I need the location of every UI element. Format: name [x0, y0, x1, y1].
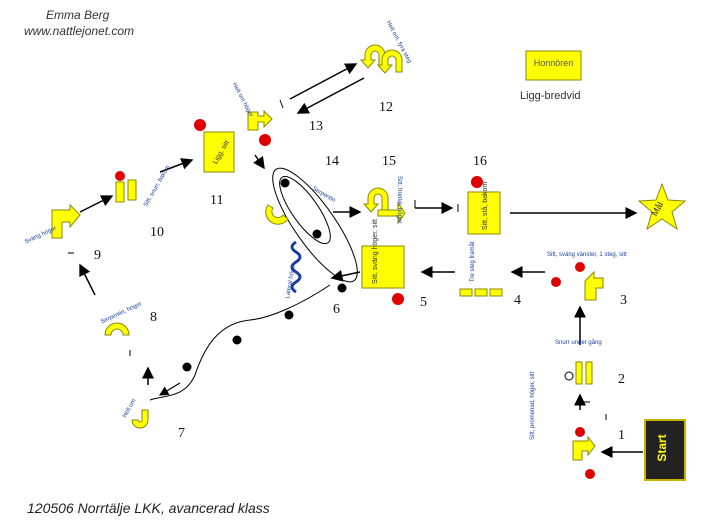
sign-1-text: Sitt, promenad, höger, sitt	[530, 371, 536, 440]
stop-sign-icon	[194, 119, 206, 131]
station-number: 14	[325, 154, 339, 169]
start-sign	[644, 419, 686, 481]
station-5-sign	[361, 245, 405, 289]
station-number: 2	[618, 372, 625, 387]
station-16-sign	[467, 191, 501, 235]
sign-2-text: Snurr under gång	[555, 340, 602, 346]
cone	[280, 178, 290, 188]
stop-sign-icon	[575, 262, 585, 272]
station-11-sign	[203, 131, 235, 173]
finish-star-icon	[637, 182, 687, 231]
author-website: www.nattlejonet.com	[24, 24, 135, 38]
sign-3-text: Sitt, sväng vänster, 1 steg, sitt	[547, 252, 627, 258]
station-number: 7	[178, 426, 185, 441]
arrow-8-to-9	[79, 263, 96, 296]
sign-15-text: Sitt, frontal, höger	[396, 176, 402, 224]
legend-sign-label: Honnören	[533, 58, 574, 68]
stop-sign-icon	[115, 171, 125, 181]
serpentine-loop-inner	[279, 175, 331, 245]
arrow-5-to-6	[330, 269, 361, 282]
cone	[312, 229, 322, 239]
course-caption: 120506 Norrtälje LKK, avancerad klass	[27, 500, 270, 516]
stop-sign-icon	[471, 176, 483, 188]
about-turn-pair-icon	[376, 49, 403, 74]
station-number: 5	[420, 295, 427, 310]
stop-sign-icon	[259, 134, 271, 146]
turn-left-arrow-icon	[584, 270, 604, 301]
step-arrow-icon	[474, 288, 488, 297]
cone	[284, 310, 294, 320]
step-arrow-icon	[459, 288, 473, 297]
sign-5-text: Sitt, sväng höger, sitt	[372, 219, 379, 284]
step-arrow-icon	[489, 288, 503, 297]
arrow-9-to-10	[79, 195, 114, 213]
station-number: 15	[382, 154, 396, 169]
station-number: 8	[150, 310, 157, 325]
station-number: 3	[620, 293, 627, 308]
marker-dash	[279, 99, 284, 109]
right-about-turn-icon	[247, 109, 273, 131]
start-label: Start	[655, 434, 669, 462]
serpentine-entry-icon	[265, 204, 289, 225]
front-right-icon	[377, 201, 406, 225]
arrow-12-down	[296, 77, 365, 114]
serpentine-loop-outer	[272, 167, 358, 283]
cone	[337, 283, 347, 293]
about-turn-icon	[131, 409, 149, 429]
author-name: Emma Berg	[46, 8, 110, 22]
arrow-10-to-11	[159, 158, 194, 173]
station-number: 12	[379, 100, 393, 115]
arrow-to-7	[158, 382, 181, 396]
forward-arrow-icon	[585, 361, 593, 385]
stop-sign-icon	[575, 427, 585, 437]
spin-icon	[564, 371, 574, 381]
station-number: 16	[473, 154, 487, 169]
cone	[232, 335, 242, 345]
stop-sign-icon	[392, 293, 404, 305]
backwards-arrow-icon	[127, 179, 137, 201]
right-turn-icon	[51, 203, 81, 239]
cone	[182, 362, 192, 372]
station-number: 1	[618, 428, 625, 443]
station-number: 10	[150, 225, 164, 240]
front-right-icon	[362, 187, 389, 217]
legend-sign	[525, 50, 582, 81]
sign-16-text: Sitt, stå, bakom	[482, 181, 489, 230]
station-number: 9	[94, 248, 101, 263]
stop-sign-icon	[551, 277, 561, 287]
serpentine-path	[149, 284, 331, 401]
station-number: 11	[210, 193, 224, 208]
arrow-13-to-14	[253, 154, 265, 170]
backwards-arrow-icon	[115, 181, 125, 203]
serpentine-turn-icon	[104, 322, 130, 336]
about-turn-pair-icon	[359, 44, 386, 69]
lateral-coil-icon	[290, 240, 302, 294]
legend-note: Ligg-bredvid	[520, 90, 581, 102]
sign-4-text: Tre steg framåt	[470, 241, 476, 282]
stop-sign-icon	[585, 469, 595, 479]
station-number: 4	[514, 293, 521, 308]
station-number: 6	[333, 302, 340, 317]
forward-arrow-icon	[575, 361, 583, 385]
station-number: 13	[309, 119, 323, 134]
arrow-12-up	[289, 63, 358, 100]
turn-right-arrow-icon	[572, 435, 596, 461]
